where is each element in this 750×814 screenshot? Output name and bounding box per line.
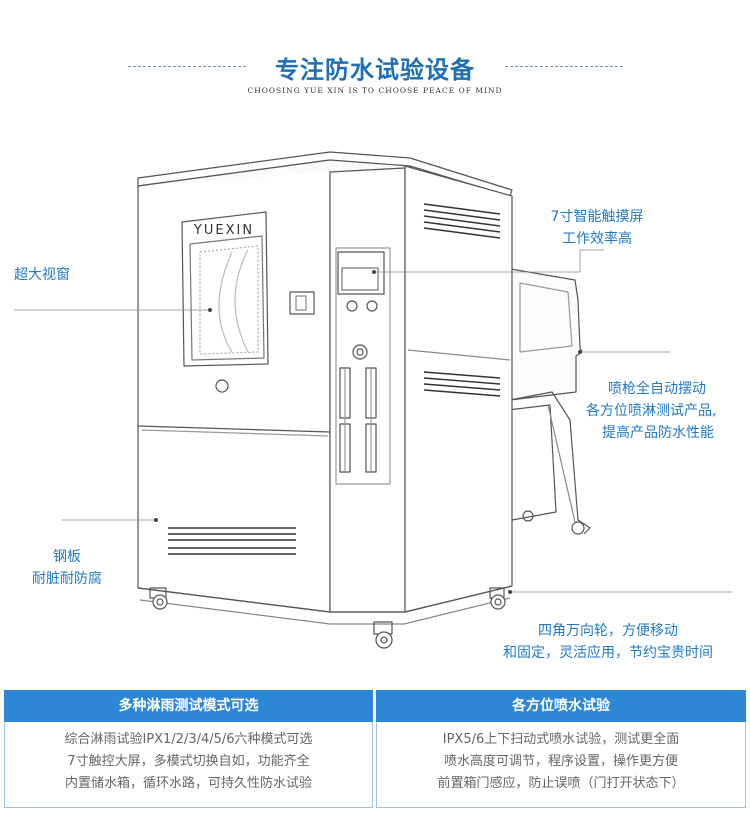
nozzle-unit	[504, 267, 591, 535]
callout-nozzle-line-2: 各方位喷淋测试产品,	[586, 403, 717, 419]
feature-line: 喷水高度可调节，程序设置，操作更方便	[443, 754, 678, 769]
feature-body-rain-modes: 综合淋雨试验IPX1/2/3/4/5/6六种模式可选 7寸触控大屏，多模式切换自…	[4, 722, 373, 808]
machine-brand-label: YUEXIN	[193, 223, 254, 238]
page-title: 专注防水试验设备	[275, 56, 475, 84]
feature-line: IPX5/6上下扫动式喷水试验，测试更全面	[442, 732, 680, 747]
caster-wheels	[149, 587, 506, 649]
callout-steel-line-2: 耐脏耐防腐	[32, 571, 102, 587]
callout-touchscreen-line-1: 7寸智能触摸屏	[550, 209, 644, 225]
feature-line: 前置箱门感应，防止误喷（门打开状态下）	[437, 776, 685, 791]
callout-window-text: 超大视窗	[14, 267, 70, 283]
callout-casters-line-1: 四角万向轮，方便移动	[538, 623, 678, 639]
feature-line: 内置储水箱，循环水路，可持久性防水试验	[64, 776, 312, 791]
feature-heading-rain-modes: 多种淋雨测试模式可选	[4, 690, 373, 722]
callout-touchscreen: 7寸智能触摸屏 工作效率高	[512, 206, 682, 250]
callout-nozzle-line-1: 喷枪全自动摆动	[608, 381, 706, 397]
callout-window: 超大视窗	[14, 264, 70, 286]
feature-heading-spray: 各方位喷水试验	[376, 690, 746, 722]
page-subtitle: CHOOSING YUE XIN IS TO CHOOSE PEACE OF M…	[247, 86, 503, 95]
callout-casters: 四角万向轮，方便移动 和固定，灵活应用，节约宝贵时间	[468, 620, 748, 664]
callout-nozzle-line-3: 提高产品防水性能	[602, 425, 714, 441]
machine-illustration: YUEXIN	[14, 151, 732, 649]
feature-body-spray: IPX5/6上下扫动式喷水试验，测试更全面 喷水高度可调节，程序设置，操作更方便…	[376, 722, 746, 808]
callout-nozzle: 喷枪全自动摆动 各方位喷淋测试产品, 提高产品防水性能	[586, 378, 746, 444]
title-divider-right	[505, 66, 623, 67]
feature-line: 7寸触控大屏，多模式切换自如，功能齐全	[67, 754, 310, 769]
title-divider-left	[128, 66, 246, 67]
callout-steel: 钢板 耐脏耐防腐	[12, 546, 122, 590]
page-header: 专注防水试验设备 CHOOSING YUE XIN IS TO CHOOSE P…	[0, 44, 750, 104]
feature-line: 综合淋雨试验IPX1/2/3/4/5/6六种模式可选	[64, 732, 313, 747]
callout-steel-line-1: 钢板	[53, 549, 81, 565]
callout-touchscreen-line-2: 工作效率高	[562, 231, 632, 247]
callout-casters-line-2: 和固定，灵活应用，节约宝贵时间	[503, 645, 713, 661]
feature-table: 多种淋雨测试模式可选 各方位喷水试验 综合淋雨试验IPX1/2/3/4/5/6六…	[4, 690, 746, 808]
